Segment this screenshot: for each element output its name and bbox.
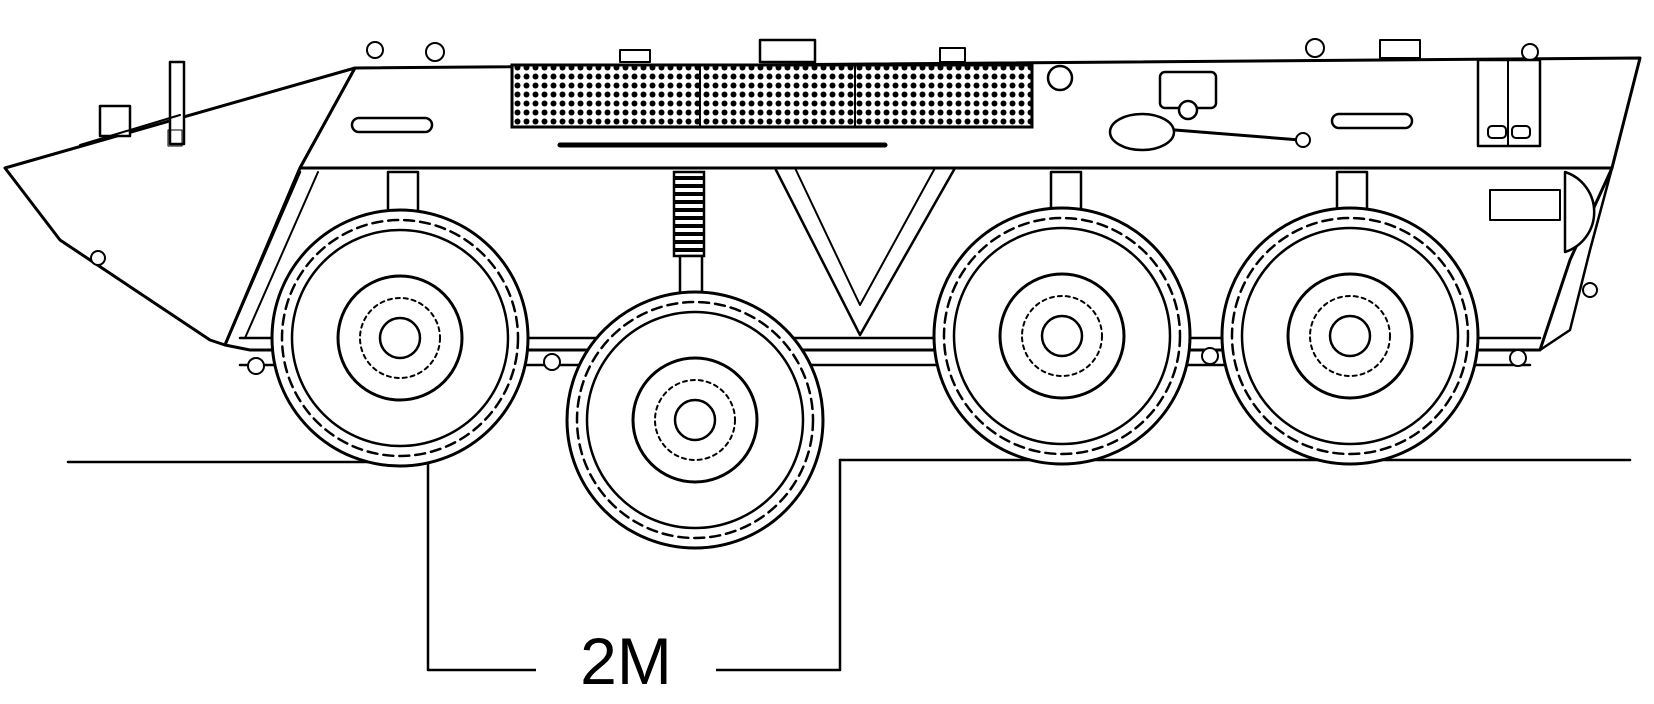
- trench-width-label: 2M: [536, 618, 716, 704]
- side-light-assembly: [1108, 70, 1311, 152]
- engine-grille: [510, 63, 1034, 129]
- wheel-1: [270, 208, 530, 468]
- rear-fittings: [1476, 58, 1596, 254]
- roof-fittings: [79, 38, 1539, 147]
- side-handle-front: [350, 116, 434, 134]
- wheel-3: [932, 206, 1192, 466]
- wheel-4: [1220, 206, 1480, 466]
- side-handle-rear: [1330, 112, 1414, 130]
- wheel-2: [565, 290, 825, 550]
- suspension-spring: [672, 170, 706, 258]
